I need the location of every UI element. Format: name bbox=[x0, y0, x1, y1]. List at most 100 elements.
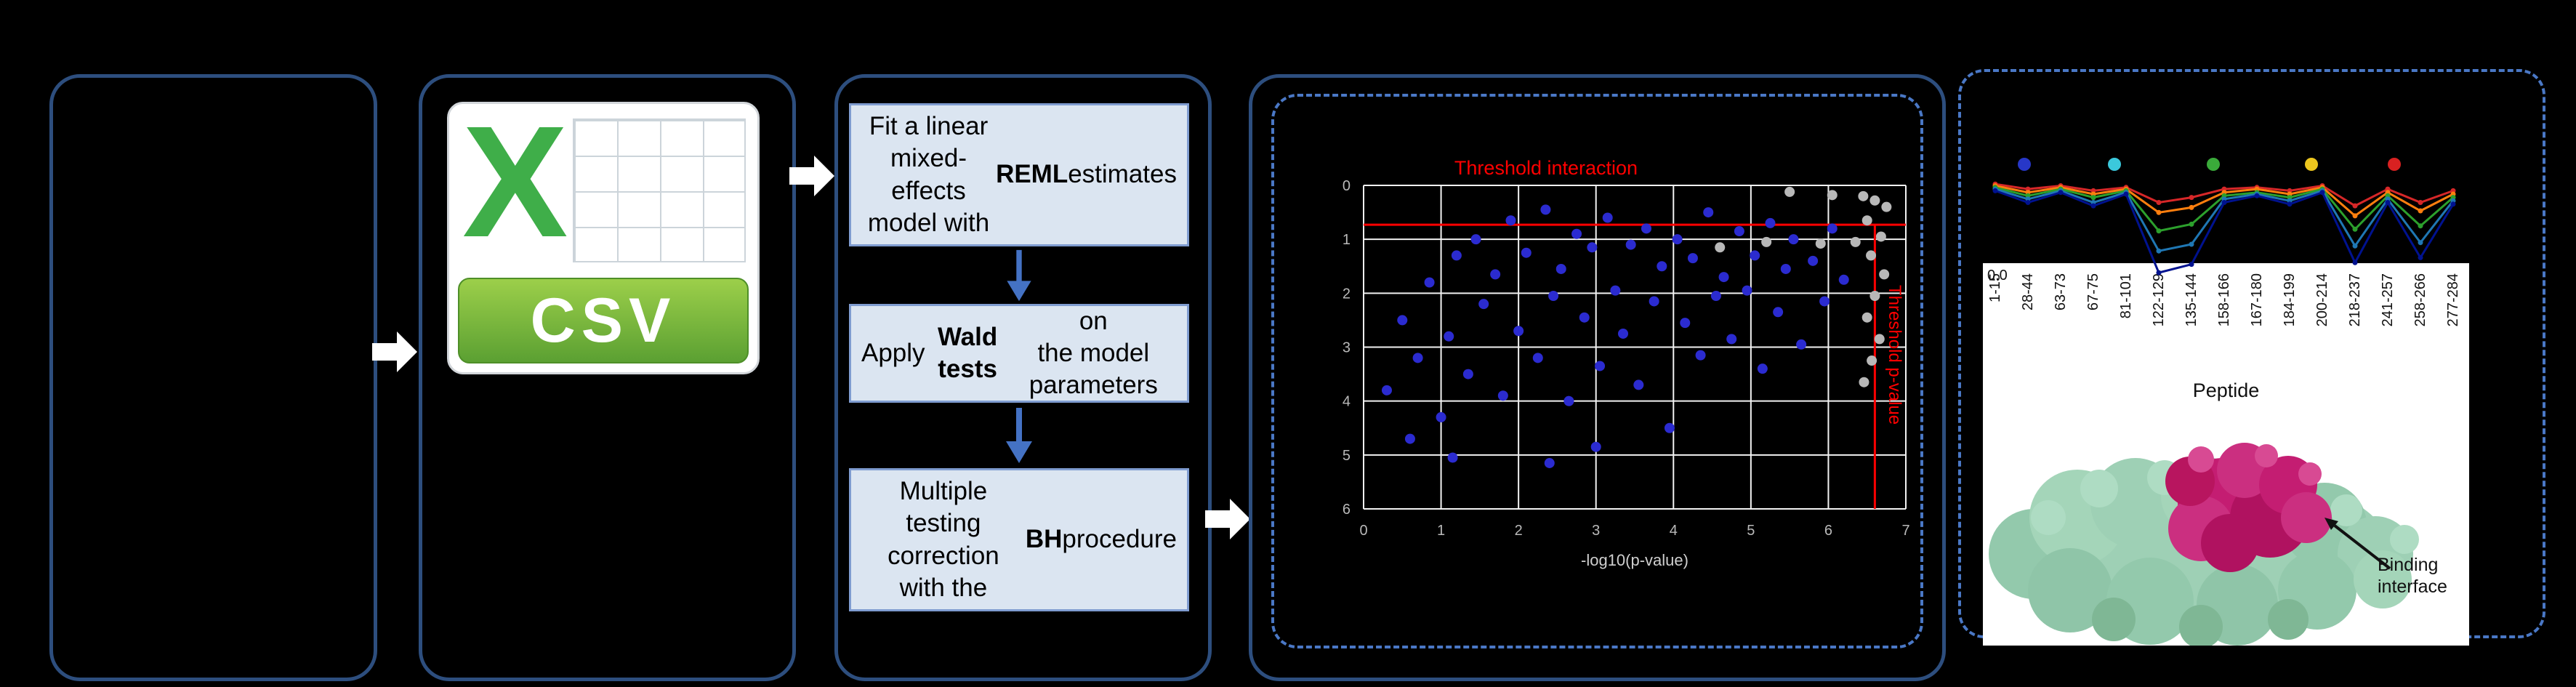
scatter-point bbox=[1734, 226, 1744, 237]
scatter-point bbox=[1861, 312, 1872, 323]
scatter-point bbox=[1788, 234, 1799, 245]
y-tick-label: 1 bbox=[1343, 232, 1351, 248]
scatter-point bbox=[1404, 433, 1415, 444]
scatter-point bbox=[1595, 361, 1606, 371]
scatter-point bbox=[1641, 223, 1651, 234]
scatter-point bbox=[1687, 253, 1698, 264]
peptide-tick-label: 28-44 bbox=[2020, 273, 2036, 311]
scatter-point bbox=[1657, 261, 1667, 272]
scatter-point bbox=[1497, 390, 1508, 401]
scatter-point bbox=[1858, 190, 1869, 201]
y-tick-label: 4 bbox=[1343, 394, 1351, 410]
peptide-tick-label: 184-199 bbox=[2282, 273, 2298, 327]
scatter-point bbox=[1874, 334, 1885, 345]
scatter-point bbox=[1881, 201, 1892, 212]
flow-arrow-right-icon bbox=[1205, 499, 1250, 539]
peptide-tick-label: 67-75 bbox=[2085, 273, 2101, 311]
csv-file-icon: X CSV bbox=[447, 94, 760, 374]
step-text: on the model parameters bbox=[1029, 306, 1158, 400]
scatter-point bbox=[1451, 250, 1462, 261]
scatter-point bbox=[1859, 377, 1869, 387]
scatter-point bbox=[1571, 228, 1582, 239]
spreadsheet-grid-icon bbox=[573, 118, 746, 262]
scatter-point bbox=[1602, 212, 1613, 223]
x-tick-label: 2 bbox=[1515, 523, 1523, 539]
step-text: Multiple testing correction with the bbox=[887, 477, 999, 602]
csv-file-panel bbox=[419, 74, 796, 681]
scatter-point bbox=[1838, 274, 1849, 285]
step-fit-model: Fit a linear mixed- effects model with R… bbox=[849, 103, 1189, 246]
binding-interface-arrow-icon bbox=[2325, 518, 2391, 570]
down-arrow-icon bbox=[1007, 249, 1031, 302]
peptide-tick-label: 167-180 bbox=[2249, 273, 2265, 327]
scatter-point bbox=[1780, 263, 1791, 274]
scatter-point bbox=[1548, 291, 1559, 302]
scatter-point bbox=[1773, 307, 1784, 318]
peptide-tick-label: 81-101 bbox=[2118, 273, 2134, 319]
peptide-axis-title: Peptide bbox=[2192, 379, 2260, 401]
scatter-point bbox=[1521, 247, 1531, 258]
scatter-point bbox=[1703, 207, 1714, 218]
pipeline-panel bbox=[834, 74, 1212, 681]
x-tick-label: 0 bbox=[1359, 523, 1367, 539]
scatter-point bbox=[1866, 250, 1877, 261]
scatter-point bbox=[1784, 186, 1795, 197]
scatter-point bbox=[1726, 334, 1737, 345]
peptide-tick-label: 277-284 bbox=[2445, 273, 2461, 327]
peptide-tick-label: 258-266 bbox=[2412, 273, 2428, 327]
scatter-point bbox=[1869, 291, 1880, 302]
scatter-point bbox=[1742, 285, 1752, 296]
x-tick-label: 1 bbox=[1437, 523, 1445, 539]
step-text: Apply bbox=[861, 338, 925, 367]
scatter-point bbox=[1827, 190, 1838, 201]
step-text-bold: REML bbox=[996, 160, 1068, 189]
scatter-point bbox=[1819, 296, 1830, 307]
peptide-tick-label: 63-73 bbox=[2053, 273, 2069, 311]
scatter-point bbox=[1827, 223, 1838, 234]
scatter-point bbox=[1490, 269, 1501, 280]
excel-x-logo: X bbox=[462, 94, 568, 270]
y-tick-label: 5 bbox=[1343, 448, 1351, 464]
empty-input-panel bbox=[49, 74, 377, 681]
scatter-point bbox=[1478, 299, 1489, 310]
scatter-point bbox=[1633, 379, 1644, 390]
y-tick-label: 6 bbox=[1343, 502, 1351, 518]
binding-interface-region bbox=[2165, 443, 2332, 572]
x-tick-label: 7 bbox=[1901, 523, 1909, 539]
step-text: estimates bbox=[1068, 160, 1177, 189]
scatter-point bbox=[1861, 215, 1872, 226]
scatter-point bbox=[1381, 385, 1392, 395]
scatter-point bbox=[1672, 234, 1683, 245]
scatter-point bbox=[1765, 217, 1776, 228]
y-tick-label: 3 bbox=[1343, 340, 1351, 356]
scatter-point bbox=[1587, 242, 1598, 253]
scatter-point bbox=[1664, 422, 1675, 433]
scatter-point bbox=[1710, 291, 1721, 302]
scatter-point bbox=[1695, 350, 1706, 361]
scatter-point bbox=[1397, 315, 1408, 326]
scatter-point bbox=[1815, 238, 1826, 249]
y-tick-label: 0 bbox=[1343, 178, 1351, 194]
scatter-point bbox=[1590, 441, 1601, 452]
scatter-point bbox=[1715, 242, 1726, 253]
scatter-point bbox=[1532, 353, 1543, 363]
peptide-tick-label: 1-15 bbox=[1987, 273, 2003, 303]
scatter-point bbox=[1540, 204, 1551, 215]
scatter-point bbox=[1625, 239, 1636, 250]
scatter-point bbox=[1808, 255, 1819, 266]
step-text-bold: Wald tests bbox=[937, 322, 998, 383]
scatter-point bbox=[1436, 411, 1446, 422]
peptide-tick-label: 135-144 bbox=[2183, 273, 2199, 327]
peptide-tick-label: 122-129 bbox=[2151, 273, 2167, 327]
scatter-point bbox=[1444, 331, 1454, 342]
scatter-point bbox=[1563, 395, 1574, 406]
step-wald-tests: Apply Wald tests on the model parameters bbox=[849, 304, 1189, 403]
step-text-bold: BH bbox=[1025, 525, 1063, 554]
x-tick-label: 5 bbox=[1747, 523, 1755, 539]
scatter-point bbox=[1879, 269, 1890, 280]
threshold-pvalue-label: Threshold p-value bbox=[1885, 285, 1904, 425]
peptide-tick-label: 200-214 bbox=[2314, 273, 2330, 327]
scatter-result-dashed-frame bbox=[1271, 94, 1923, 648]
step-bh-correction: Multiple testing correction with the BH … bbox=[849, 468, 1189, 611]
